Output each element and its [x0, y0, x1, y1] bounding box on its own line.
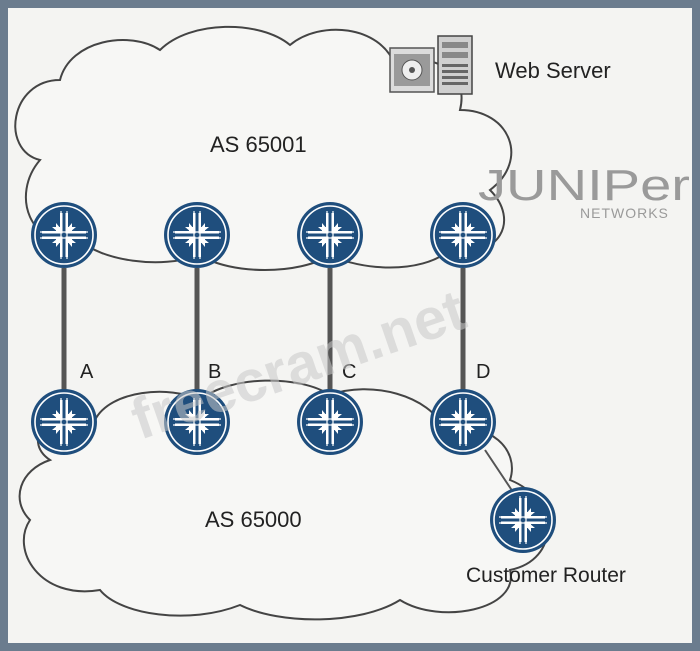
- router-top-1: [29, 200, 99, 270]
- router-bottom-3: [295, 387, 365, 457]
- router-bottom-4: [428, 387, 498, 457]
- juniper-logo-sub: NETWORKS: [580, 205, 669, 221]
- customer-link-line: [484, 449, 516, 496]
- web-server-label: Web Server: [495, 58, 611, 83]
- server-icon: [389, 35, 473, 95]
- router-top-2: [162, 200, 232, 270]
- link-d-label: D: [476, 361, 490, 383]
- router-top-4: [428, 200, 498, 270]
- link-c-label: C: [342, 361, 356, 383]
- router-bottom-1: [29, 387, 99, 457]
- customer-router-icon: [488, 485, 558, 555]
- bottom-cloud-label: AS 65000: [205, 507, 302, 532]
- top-cloud-label: AS 65001: [210, 132, 307, 157]
- juniper-logo: JUNIPer: [478, 161, 690, 210]
- router-top-3: [295, 200, 365, 270]
- link-a-label: A: [80, 361, 94, 383]
- customer-router-label: Customer Router: [466, 564, 626, 587]
- link-b-label: B: [208, 361, 221, 383]
